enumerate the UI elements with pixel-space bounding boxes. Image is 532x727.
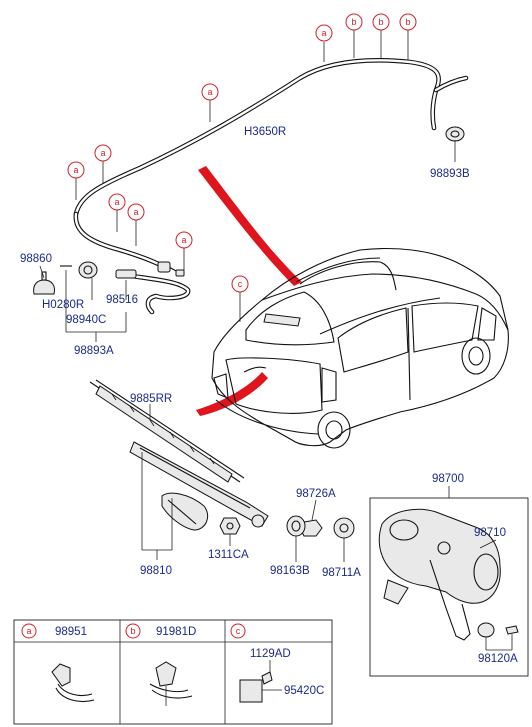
label-98516: 98516 [106, 294, 138, 306]
leader-lines [39, 140, 456, 562]
motor-assembly-box [369, 486, 529, 677]
bracket-95420c-icon [239, 660, 282, 703]
callout-a: a [181, 235, 186, 245]
washer-nozzle-98860 [33, 271, 55, 295]
label-98940c: 98940C [66, 314, 106, 326]
label-98860: 98860 [20, 253, 52, 265]
label-h0280r: H0280R [42, 299, 84, 311]
legend-callout-a: a [26, 626, 31, 636]
clip-91981d-icon [149, 661, 193, 706]
pointer-arrows [196, 166, 302, 416]
callout-a: a [114, 197, 119, 207]
label-9885rr: 9885RR [130, 393, 172, 405]
callout-b: b [405, 17, 410, 27]
callout-a: a [73, 165, 78, 175]
label-h3650r: H3650R [244, 126, 286, 138]
wiper-blade [89, 379, 245, 483]
callout-b: b [378, 17, 383, 27]
clip-98951-icon [51, 663, 95, 703]
legend-code-b: 91981D [156, 626, 196, 638]
legend-table: a 98951 b 91981D c 1129AD 95420C [13, 619, 333, 725]
callout-markers: a b b b a a a a a a c [67, 13, 417, 322]
legend-code-c2: 95420C [284, 685, 324, 697]
label-1311ca: 1311CA [208, 549, 249, 561]
car-rear-view [211, 248, 509, 449]
callout-a: a [100, 148, 105, 158]
label-98120a: 98120A [478, 653, 518, 665]
wiper-hardware [219, 515, 355, 539]
part-labels: H3650R 98893B 98860 H0280R 98516 98940C … [20, 126, 518, 665]
legend-code-a: 98951 [55, 626, 87, 638]
callout-c: c [238, 279, 243, 289]
label-98710: 98710 [474, 527, 506, 539]
legend-code-c1: 1129AD [250, 648, 291, 660]
legend-callout-b: b [130, 626, 135, 636]
grommet-98893b [445, 126, 465, 142]
hose-connectors [78, 261, 185, 279]
callout-a: a [207, 87, 212, 97]
label-98810: 98810 [140, 565, 172, 577]
label-98163b: 98163B [270, 565, 310, 577]
legend-callout-c: c [236, 626, 241, 636]
label-98726a: 98726A [296, 488, 336, 500]
callout-b: b [351, 17, 356, 27]
label-98893b: 98893B [430, 168, 470, 180]
callout-a: a [321, 28, 326, 38]
washer-hose [60, 57, 469, 315]
label-98893a: 98893A [74, 345, 114, 357]
label-98711a: 98711A [322, 567, 361, 579]
callout-a: a [133, 207, 138, 217]
label-98700: 98700 [432, 473, 464, 485]
wiper-arm [129, 441, 269, 531]
